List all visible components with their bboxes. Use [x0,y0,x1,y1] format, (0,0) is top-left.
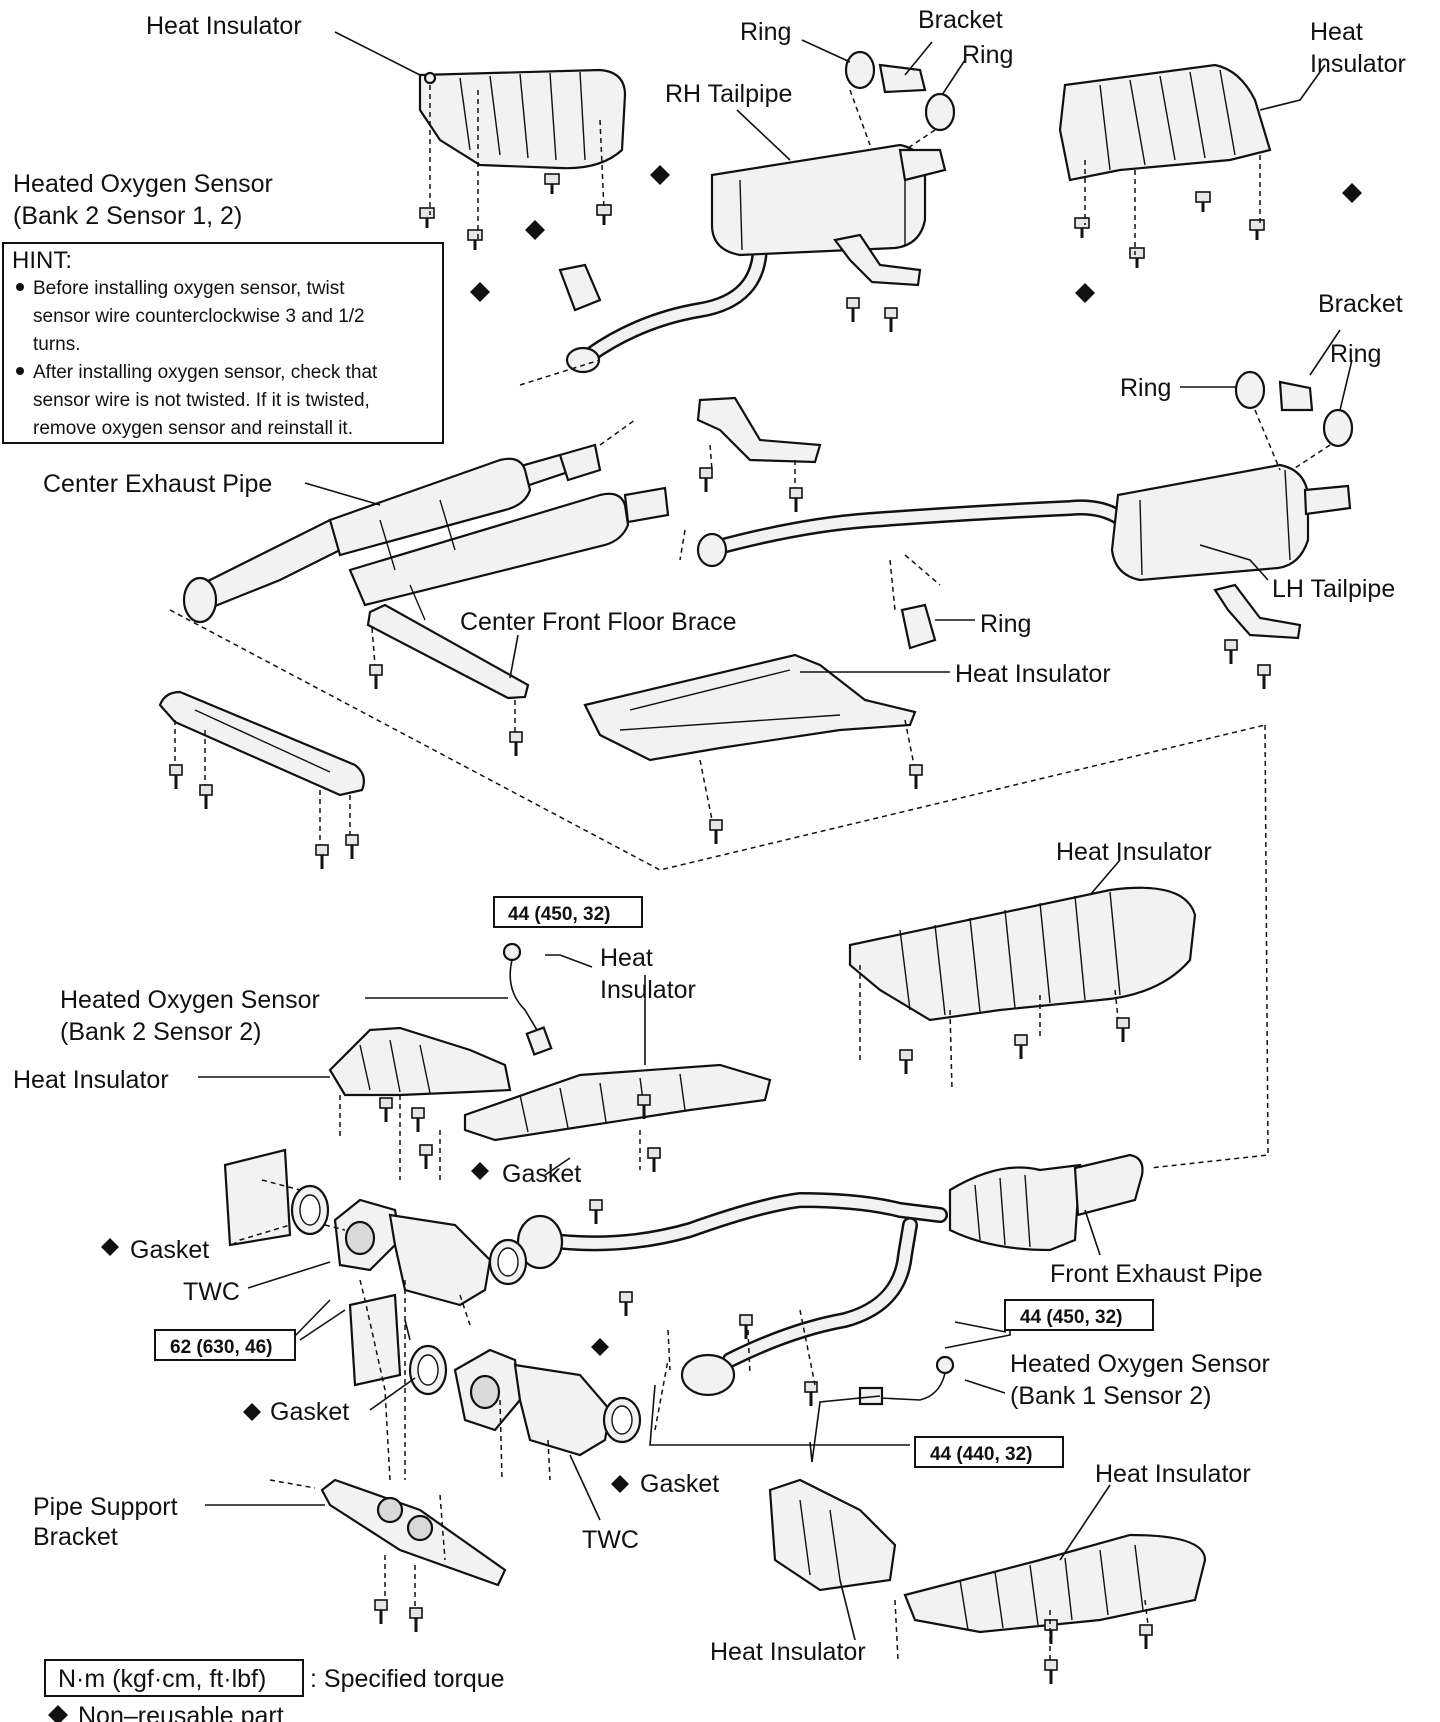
heat-insulator-bottom-center [768,1478,897,1592]
legend-nonreusable: Non–reusable part [78,1702,284,1722]
label-rh-tailpipe: RH Tailpipe [665,80,792,108]
label-bracket-right: Bracket [1318,290,1403,318]
gaskets [290,1184,642,1444]
rh-tailpipe-bracket [833,233,922,287]
hint-line-5: sensor wire is not twisted. If it is twi… [33,390,370,411]
label-bracket-top: Bracket [918,6,1003,34]
center-tailpipe-bracket [696,396,822,464]
front-exhaust-pipe [516,1153,1144,1397]
label-twc-lower: TWC [582,1526,639,1554]
heat-insulator-mid [583,653,917,762]
label-lh-tailpipe: LH Tailpipe [1272,575,1395,603]
rings [844,50,1354,448]
o2-sensor-bank2-sensor2 [502,942,553,1056]
label-ring-right-2: Ring [1120,374,1171,402]
lh-tailpipe [696,463,1352,582]
hint-line-1: Before installing oxygen sensor, twist [33,278,345,299]
torque-box-bank2-sensor2: 44 (450, 32) [493,896,643,928]
label-heated-o2-bank2-s12-1: Heated Oxygen Sensor [13,170,273,198]
label-heat-insulator-center-1: Heat [600,944,653,972]
hint-line-2: sensor wire counterclockwise 3 and 1/2 [33,306,365,327]
torque-value-twc-manifold: 62 (630, 46) [170,1337,272,1358]
label-heat-insulator-bottom-right: Heat Insulator [1095,1460,1251,1488]
heat-insulator-top-right [1058,63,1272,182]
torque-box-twc-manifold: 62 (630, 46) [154,1329,296,1361]
heat-insulator-left [328,1026,512,1097]
assembly-dashed-lines [169,85,1331,1661]
label-center-exhaust-pipe: Center Exhaust Pipe [43,470,272,498]
label-gasket-lower-right: Gasket [640,1470,719,1498]
exhaust-manifold-stubs [223,1148,402,1387]
rh-tailpipe [558,143,947,374]
heat-insulator-right-mid [848,886,1197,1022]
center-front-floor-brace [366,603,530,700]
hint-box: HINT: Before installing oxygen sensor, t… [2,242,444,444]
hint-bullet-2 [16,367,24,375]
diamond-markers [101,165,1362,1493]
torque-value-bank2-sensor2: 44 (450, 32) [508,904,610,925]
label-heat-insulator-top-right-1: Heat [1310,18,1363,46]
label-heated-o2-bank2-s12-2: (Bank 2 Sensor 1, 2) [13,202,242,230]
label-heated-o2-bank2-s2-1: Heated Oxygen Sensor [60,986,320,1014]
label-gasket-left: Gasket [130,1236,209,1264]
legend-torque-desc: : Specified torque [310,1665,505,1693]
heat-insulator-top-left [418,68,627,170]
pipe-support-bracket [320,1478,507,1587]
floor-brace-left [158,690,365,797]
torque-box-bank1-sensor2: 44 (450, 32) [1004,1299,1154,1331]
hint-line-6: remove oxygen sensor and reinstall it. [33,418,353,439]
label-front-exhaust-pipe: Front Exhaust Pipe [1050,1260,1263,1288]
center-exhaust-pipe [182,443,670,624]
label-ring-right-1: Ring [1330,340,1381,368]
label-ring-top-2: Ring [962,41,1013,69]
twc-lower [453,1348,612,1457]
label-heat-insulator-top-left: Heat Insulator [146,12,302,40]
label-ring-top-1: Ring [740,18,791,46]
hint-line-4: After installing oxygen sensor, check th… [33,362,378,383]
hint-title: HINT: [12,247,72,274]
label-heat-insulator-center-2: Insulator [600,976,696,1004]
torque-value-bank1-sensor2: 44 (450, 32) [1020,1307,1122,1328]
label-gasket-lower-left: Gasket [270,1398,349,1426]
label-heat-insulator-left: Heat Insulator [13,1066,169,1094]
legend-diamond-icon [48,1705,68,1722]
label-heat-insulator-mid: Heat Insulator [955,660,1111,688]
label-center-front-floor-brace: Center Front Floor Brace [460,608,737,636]
legend: N·m (kgf·cm, ft·lbf) : Specified torque … [44,1659,505,1722]
hint-line-3: turns. [33,334,81,355]
label-ring-lower-hanger: Ring [980,610,1031,638]
legend-torque-unit: N·m (kgf·cm, ft·lbf) [58,1665,266,1693]
label-heated-o2-bank1-s2-1: Heated Oxygen Sensor [1010,1350,1270,1378]
label-heat-insulator-right-mid: Heat Insulator [1056,838,1212,866]
heat-insulator-bottom-right [903,1533,1207,1634]
hint-bullet-1 [16,283,24,291]
leader-lines [198,31,1353,1641]
label-heat-insulator-top-right-2: Insulator [1310,50,1406,78]
label-heated-o2-bank2-s2-2: (Bank 2 Sensor 2) [60,1018,262,1046]
o2-sensor-bank1-sensor2 [858,1355,955,1406]
label-pipe-support-bracket-1: Pipe Support [33,1493,178,1521]
twc-upper [333,1198,492,1307]
torque-value-front-pipe-flange: 44 (440, 32) [930,1444,1032,1465]
label-gasket-center: Gasket [502,1160,581,1188]
legend-torque-box [44,1659,304,1697]
label-heat-insulator-bottom-center: Heat Insulator [710,1638,866,1666]
label-pipe-support-bracket-2: Bracket [33,1523,118,1551]
label-heated-o2-bank1-s2-2: (Bank 1 Sensor 2) [1010,1382,1212,1410]
lh-tailpipe-bracket [1213,583,1302,640]
ring-hanger-lower [900,603,937,650]
heat-insulator-center [463,1063,772,1142]
label-twc-upper: TWC [183,1278,240,1306]
torque-box-front-pipe-flange: 44 (440, 32) [914,1436,1064,1468]
